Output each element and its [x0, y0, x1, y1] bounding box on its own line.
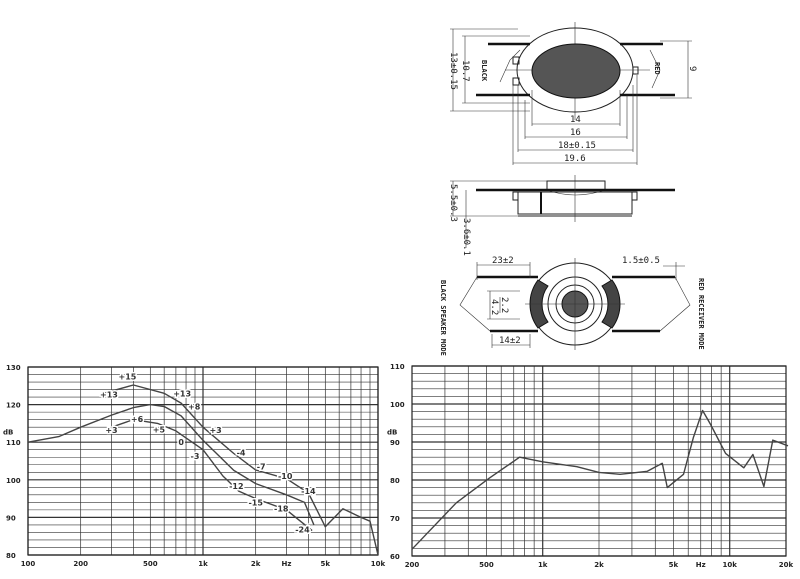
curve-annotation: +15 — [119, 372, 137, 381]
diaphragm — [546, 189, 606, 196]
curve-annotation: +5 — [153, 425, 166, 434]
dim-4-2: 4.2 — [489, 299, 499, 315]
y-tick-label: 80 — [390, 477, 400, 485]
x-tick-label: 5k — [669, 561, 679, 569]
top-cap — [546, 180, 606, 191]
series-line-lower — [111, 418, 313, 532]
lead-label-left: BLACK — [480, 60, 488, 82]
curve-annotation: +13 — [173, 389, 191, 398]
leader — [659, 276, 691, 332]
series-line-upper — [103, 384, 379, 556]
leader — [649, 49, 661, 89]
x-tick-label: 200 — [405, 561, 420, 569]
curve-annotation: -3 — [191, 452, 200, 461]
dim-16: 16 — [570, 128, 581, 138]
dim-14: 14 — [570, 115, 581, 125]
plot-frame — [411, 365, 787, 557]
curve-annotation: 0 — [178, 438, 184, 447]
curve-annotation: -12 — [229, 482, 243, 491]
series-line-middle — [27, 403, 315, 526]
frequency-response-chart-right: 110 100 90 80 70 60 dB 200 500 1k 2k 5k Hz 10k 20k — [387, 363, 794, 569]
curve-annotation: -4 — [237, 449, 246, 458]
y-tick-label: 70 — [390, 515, 400, 523]
dim-lead-long: 23±2 — [492, 256, 514, 266]
x-tick-label: 2k — [594, 561, 604, 569]
mesh-grille — [531, 43, 621, 99]
mode-label-left: BLACK SPEAKER MODE — [439, 280, 447, 356]
dim-body-height: 3.6±0.1 — [461, 218, 471, 256]
frequency-response-chart-left: 130 120 110 100 90 80 dB 100 200 500 1k 2k Hz 5k 10k +1… — [3, 364, 386, 568]
lead-label-right: RED — [653, 62, 661, 75]
terminal-tab — [632, 66, 639, 75]
side-view-drawing: 5.5±0.3 3.6±0.1 — [448, 175, 675, 256]
dim-total-height: 5.5±0.3 — [448, 184, 458, 222]
leader — [459, 276, 491, 332]
x-tick-label: 10k — [371, 560, 386, 568]
leader — [499, 49, 521, 83]
curve-annotation: -15 — [248, 498, 263, 507]
curve-annotation: -24 — [295, 525, 310, 534]
y-tick-label: 80 — [6, 552, 16, 560]
curve-annotation: +6 — [131, 415, 144, 424]
y-tick-label: 100 — [6, 477, 21, 485]
x-tick-label: 200 — [73, 560, 88, 568]
curve-annotation: +3 — [105, 426, 117, 435]
curve-annotation: +8 — [188, 402, 201, 411]
curve-annotation: +3 — [209, 426, 221, 435]
x-tick-label: 5k — [321, 560, 331, 568]
x-tick-label: 1k — [538, 561, 548, 569]
dim-18: 18±0.15 — [558, 141, 596, 151]
y-tick-label: 130 — [6, 364, 21, 372]
x-tick-label: Hz — [696, 561, 706, 569]
y-tick-label: 60 — [390, 553, 400, 561]
curve-annotation: -14 — [301, 487, 316, 496]
y-tick-label: 110 — [6, 439, 21, 447]
plot-frame — [27, 366, 379, 556]
x-tick-label: 1k — [198, 560, 208, 568]
top-view-drawing: BLACK RED 13±0.15 10.7 9 14 16 18±0.15 1… — [448, 22, 697, 165]
dim-2-2: 2.2 — [499, 297, 509, 313]
curve-annotation: -18 — [274, 504, 289, 513]
y-tick-label: 90 — [6, 514, 16, 522]
x-tick-label: 100 — [21, 560, 36, 568]
x-tick-label: 10k — [723, 561, 738, 569]
x-tick-label: Hz — [282, 560, 292, 568]
dim-height: 13±0.15 — [448, 52, 458, 90]
curve-annotation: +13 — [100, 390, 118, 399]
y-tick-label: 120 — [6, 402, 21, 410]
dim-lead-short: 14±2 — [499, 336, 521, 346]
curve-annotation: -10 — [278, 472, 293, 481]
x-tick-label: 500 — [479, 561, 494, 569]
terminal-tab — [512, 56, 520, 65]
x-tick-label: 2k — [251, 560, 261, 568]
dim-19-6: 19.6 — [564, 154, 586, 164]
y-axis-label: dB — [3, 429, 13, 437]
y-axis-label: dB — [387, 428, 397, 436]
y-tick-label: 90 — [390, 439, 400, 447]
dim-inner-height: 10.7 — [460, 60, 470, 82]
bottom-view-drawing: 23±2 1.5±0.5 14±2 2.2 4.2 BLACK SPEAKER … — [439, 256, 705, 356]
curve-annotation: -7 — [257, 463, 266, 472]
dim-lead-spacing: 9 — [687, 66, 697, 71]
y-tick-label: 100 — [390, 401, 405, 409]
x-tick-label: 20k — [779, 561, 794, 569]
x-tick-label: 500 — [143, 560, 158, 568]
series-line-response — [411, 409, 789, 550]
mode-label-right: RED RECEIVER MODE — [697, 278, 705, 350]
terminal-tab — [512, 77, 520, 86]
dim-strip: 1.5±0.5 — [622, 256, 660, 266]
y-tick-label: 110 — [390, 363, 405, 371]
